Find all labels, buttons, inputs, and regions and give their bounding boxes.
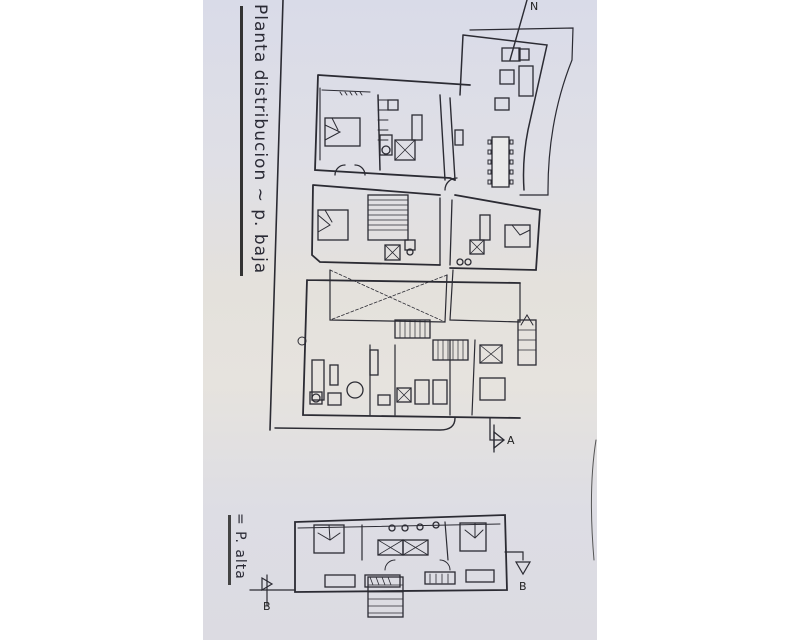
north-arrow-label: N bbox=[530, 0, 538, 13]
svg-text:B: B bbox=[263, 600, 271, 613]
upper-floor-underline bbox=[228, 515, 231, 585]
bed-icon-right bbox=[459, 522, 487, 552]
ground-floor-plan: N bbox=[274, 0, 574, 453]
bed-icon bbox=[324, 117, 361, 147]
title-underline bbox=[240, 6, 243, 276]
svg-text:B: B bbox=[519, 580, 527, 593]
section-marker-b-left: B bbox=[249, 574, 296, 613]
section-marker-b-right: B bbox=[504, 551, 532, 593]
section-marker-a: A bbox=[493, 424, 515, 453]
upper-floor-plan: B B bbox=[249, 514, 532, 618]
frame-line bbox=[269, 0, 284, 431]
paper-curl bbox=[590, 439, 597, 561]
svg-text:A: A bbox=[507, 434, 515, 447]
